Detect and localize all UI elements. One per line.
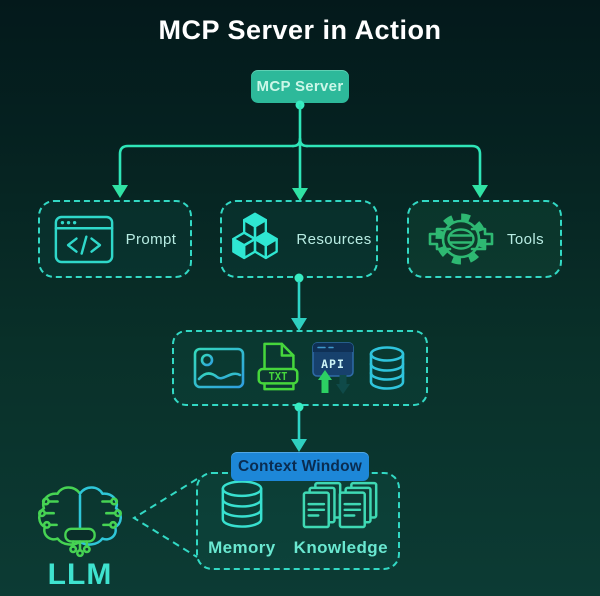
prompt-label: Prompt xyxy=(125,230,177,248)
txt-file-icon: TXT xyxy=(257,342,299,391)
arrow-down-icon xyxy=(112,185,128,198)
txt-badge-label: TXT xyxy=(268,371,287,383)
context-window-node: Context Window xyxy=(231,452,369,481)
context-window-label: Context Window xyxy=(237,457,363,475)
arrow-down-icon xyxy=(472,185,488,198)
documents-icon xyxy=(302,481,380,531)
cubes-icon xyxy=(232,212,279,260)
memory-label: Memory xyxy=(208,538,276,557)
gear-wrench-icon xyxy=(428,213,494,265)
knowledge-group: Knowledge xyxy=(294,481,388,558)
api-icon: API xyxy=(312,342,354,394)
prompt-node: Prompt xyxy=(38,200,192,278)
api-badge-label: API xyxy=(321,357,345,371)
file-sources-box: TXT API xyxy=(172,330,428,406)
tools-label: Tools xyxy=(506,230,545,248)
mcp-server-label: MCP Server xyxy=(256,78,344,95)
memory-group: Memory xyxy=(208,479,276,558)
resources-label: Resources xyxy=(296,230,372,248)
browser-code-icon xyxy=(54,215,113,263)
upload-arrow-icon xyxy=(318,370,333,393)
funnel-lines xyxy=(132,478,198,558)
mcp-server-node: MCP Server xyxy=(251,70,349,103)
download-arrow-icon xyxy=(336,375,351,394)
arrow-down-icon xyxy=(291,439,307,452)
page-title: MCP Server in Action xyxy=(158,15,442,45)
memory-database-icon xyxy=(221,480,263,528)
brain-chip-icon xyxy=(37,486,123,558)
context-store-box: Memory xyxy=(196,472,400,570)
database-icon xyxy=(369,346,405,390)
resources-node: Resources xyxy=(220,200,378,278)
tools-node: Tools xyxy=(407,200,562,278)
image-icon xyxy=(193,347,245,389)
llm-group: LLM xyxy=(28,482,132,592)
llm-label: LLM xyxy=(47,558,113,591)
knowledge-label: Knowledge xyxy=(293,538,388,557)
